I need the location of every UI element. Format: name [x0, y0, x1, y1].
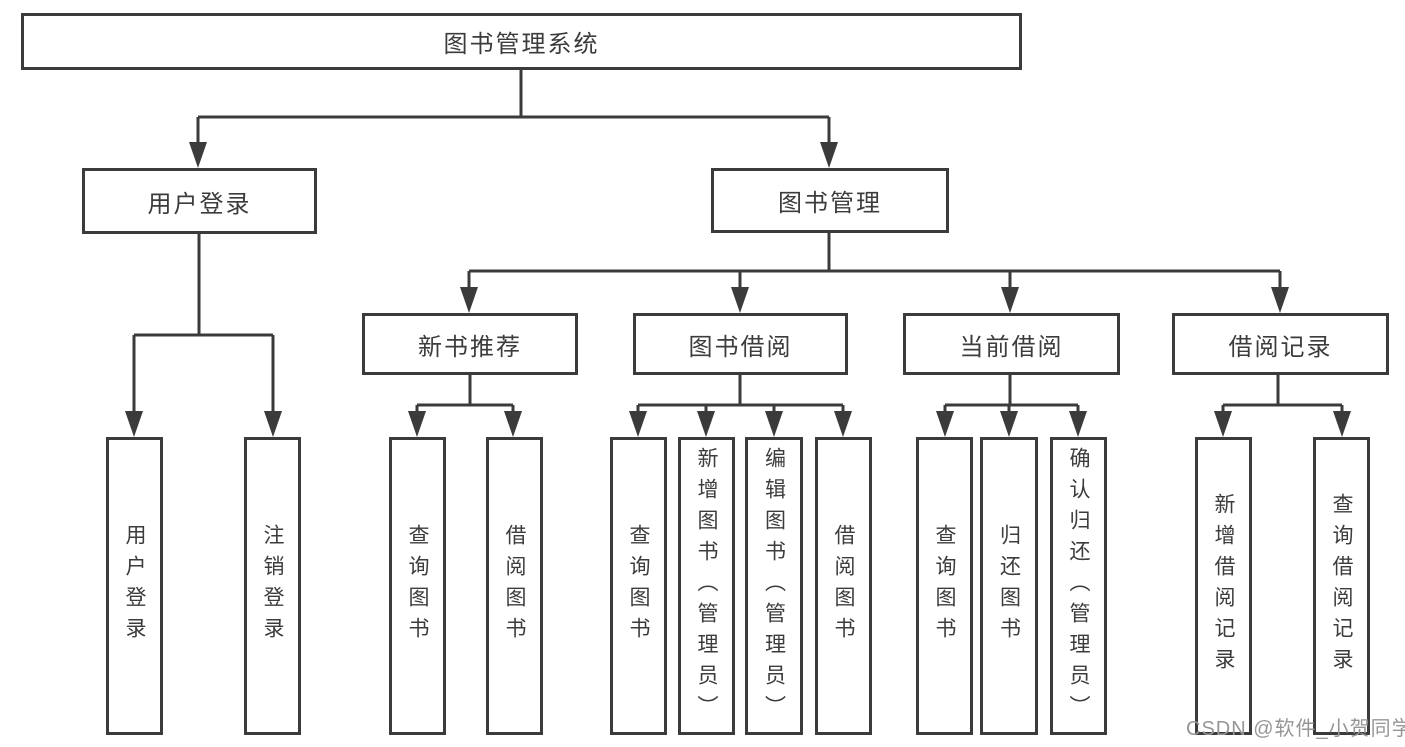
arrowhead-icon	[189, 142, 207, 168]
arrowhead-icon	[834, 411, 852, 437]
leaf-confirm-return-admin: 确认归还（管理员）	[1050, 437, 1107, 735]
leaf-borrow-books-recommend-label: 借阅图书	[503, 524, 527, 648]
arrowhead-icon	[125, 411, 143, 437]
leaf-query-borrow-record: 查询借阅记录	[1313, 437, 1370, 735]
leaf-logout: 注销登录	[244, 437, 301, 735]
leaf-edit-books-admin-label: 编辑图书（管理员）	[762, 446, 786, 726]
arrowhead-icon	[264, 411, 282, 437]
leaf-add-books-admin-label: 新增图书（管理员）	[695, 446, 719, 726]
leaf-query-books-current-label: 查询图书	[933, 524, 957, 648]
leaf-edit-books-admin: 编辑图书（管理员）	[745, 437, 803, 735]
leaf-return-books: 归还图书	[980, 437, 1038, 735]
leaf-query-books-current: 查询图书	[916, 437, 973, 735]
arrowhead-icon	[1214, 411, 1232, 437]
watermark: CSDN @软件_小贺同学	[1186, 718, 1405, 740]
arrowhead-layer	[125, 142, 1351, 437]
arrowhead-icon	[629, 411, 647, 437]
arrowhead-icon	[1271, 287, 1289, 313]
arrowhead-icon	[504, 411, 522, 437]
node-user-login: 用户登录	[82, 168, 317, 234]
leaf-query-borrow-record-label: 查询借阅记录	[1330, 493, 1354, 679]
node-book-management: 图书管理	[711, 168, 949, 233]
leaf-user-login: 用户登录	[106, 437, 163, 735]
arrowhead-icon	[1069, 411, 1087, 437]
leaf-query-books-borrowing-label: 查询图书	[627, 524, 651, 648]
leaf-query-books-borrowing: 查询图书	[610, 437, 667, 735]
arrowhead-icon	[460, 287, 478, 313]
node-book-borrowing: 图书借阅	[633, 313, 848, 375]
arrowhead-icon	[697, 411, 715, 437]
arrowhead-icon	[1001, 287, 1019, 313]
leaf-borrow-books-label: 借阅图书	[832, 524, 856, 648]
arrowhead-icon	[408, 411, 426, 437]
leaf-query-books-recommend-label: 查询图书	[406, 524, 430, 648]
leaf-add-borrow-record: 新增借阅记录	[1195, 437, 1252, 735]
node-new-book-recommendation: 新书推荐	[362, 313, 578, 375]
leaf-user-login-label: 用户登录	[123, 524, 147, 648]
node-library-management-system: 图书管理系统	[21, 13, 1022, 70]
node-current-borrowing: 当前借阅	[903, 313, 1120, 375]
node-borrowing-records: 借阅记录	[1172, 313, 1389, 375]
leaf-query-books-recommend: 查询图书	[389, 437, 446, 735]
leaf-borrow-books: 借阅图书	[815, 437, 872, 735]
leaf-add-books-admin: 新增图书（管理员）	[678, 437, 735, 735]
arrowhead-icon	[765, 411, 783, 437]
leaf-borrow-books-recommend: 借阅图书	[486, 437, 543, 735]
arrowhead-icon	[1333, 411, 1351, 437]
leaf-confirm-return-admin-label: 确认归还（管理员）	[1067, 446, 1091, 726]
arrowhead-icon	[936, 411, 954, 437]
leaf-logout-label: 注销登录	[261, 524, 285, 648]
leaf-return-books-label: 归还图书	[997, 524, 1021, 648]
leaf-add-borrow-record-label: 新增借阅记录	[1212, 493, 1236, 679]
arrowhead-icon	[1000, 411, 1018, 437]
arrowhead-icon	[731, 287, 749, 313]
arrowhead-icon	[820, 142, 838, 168]
